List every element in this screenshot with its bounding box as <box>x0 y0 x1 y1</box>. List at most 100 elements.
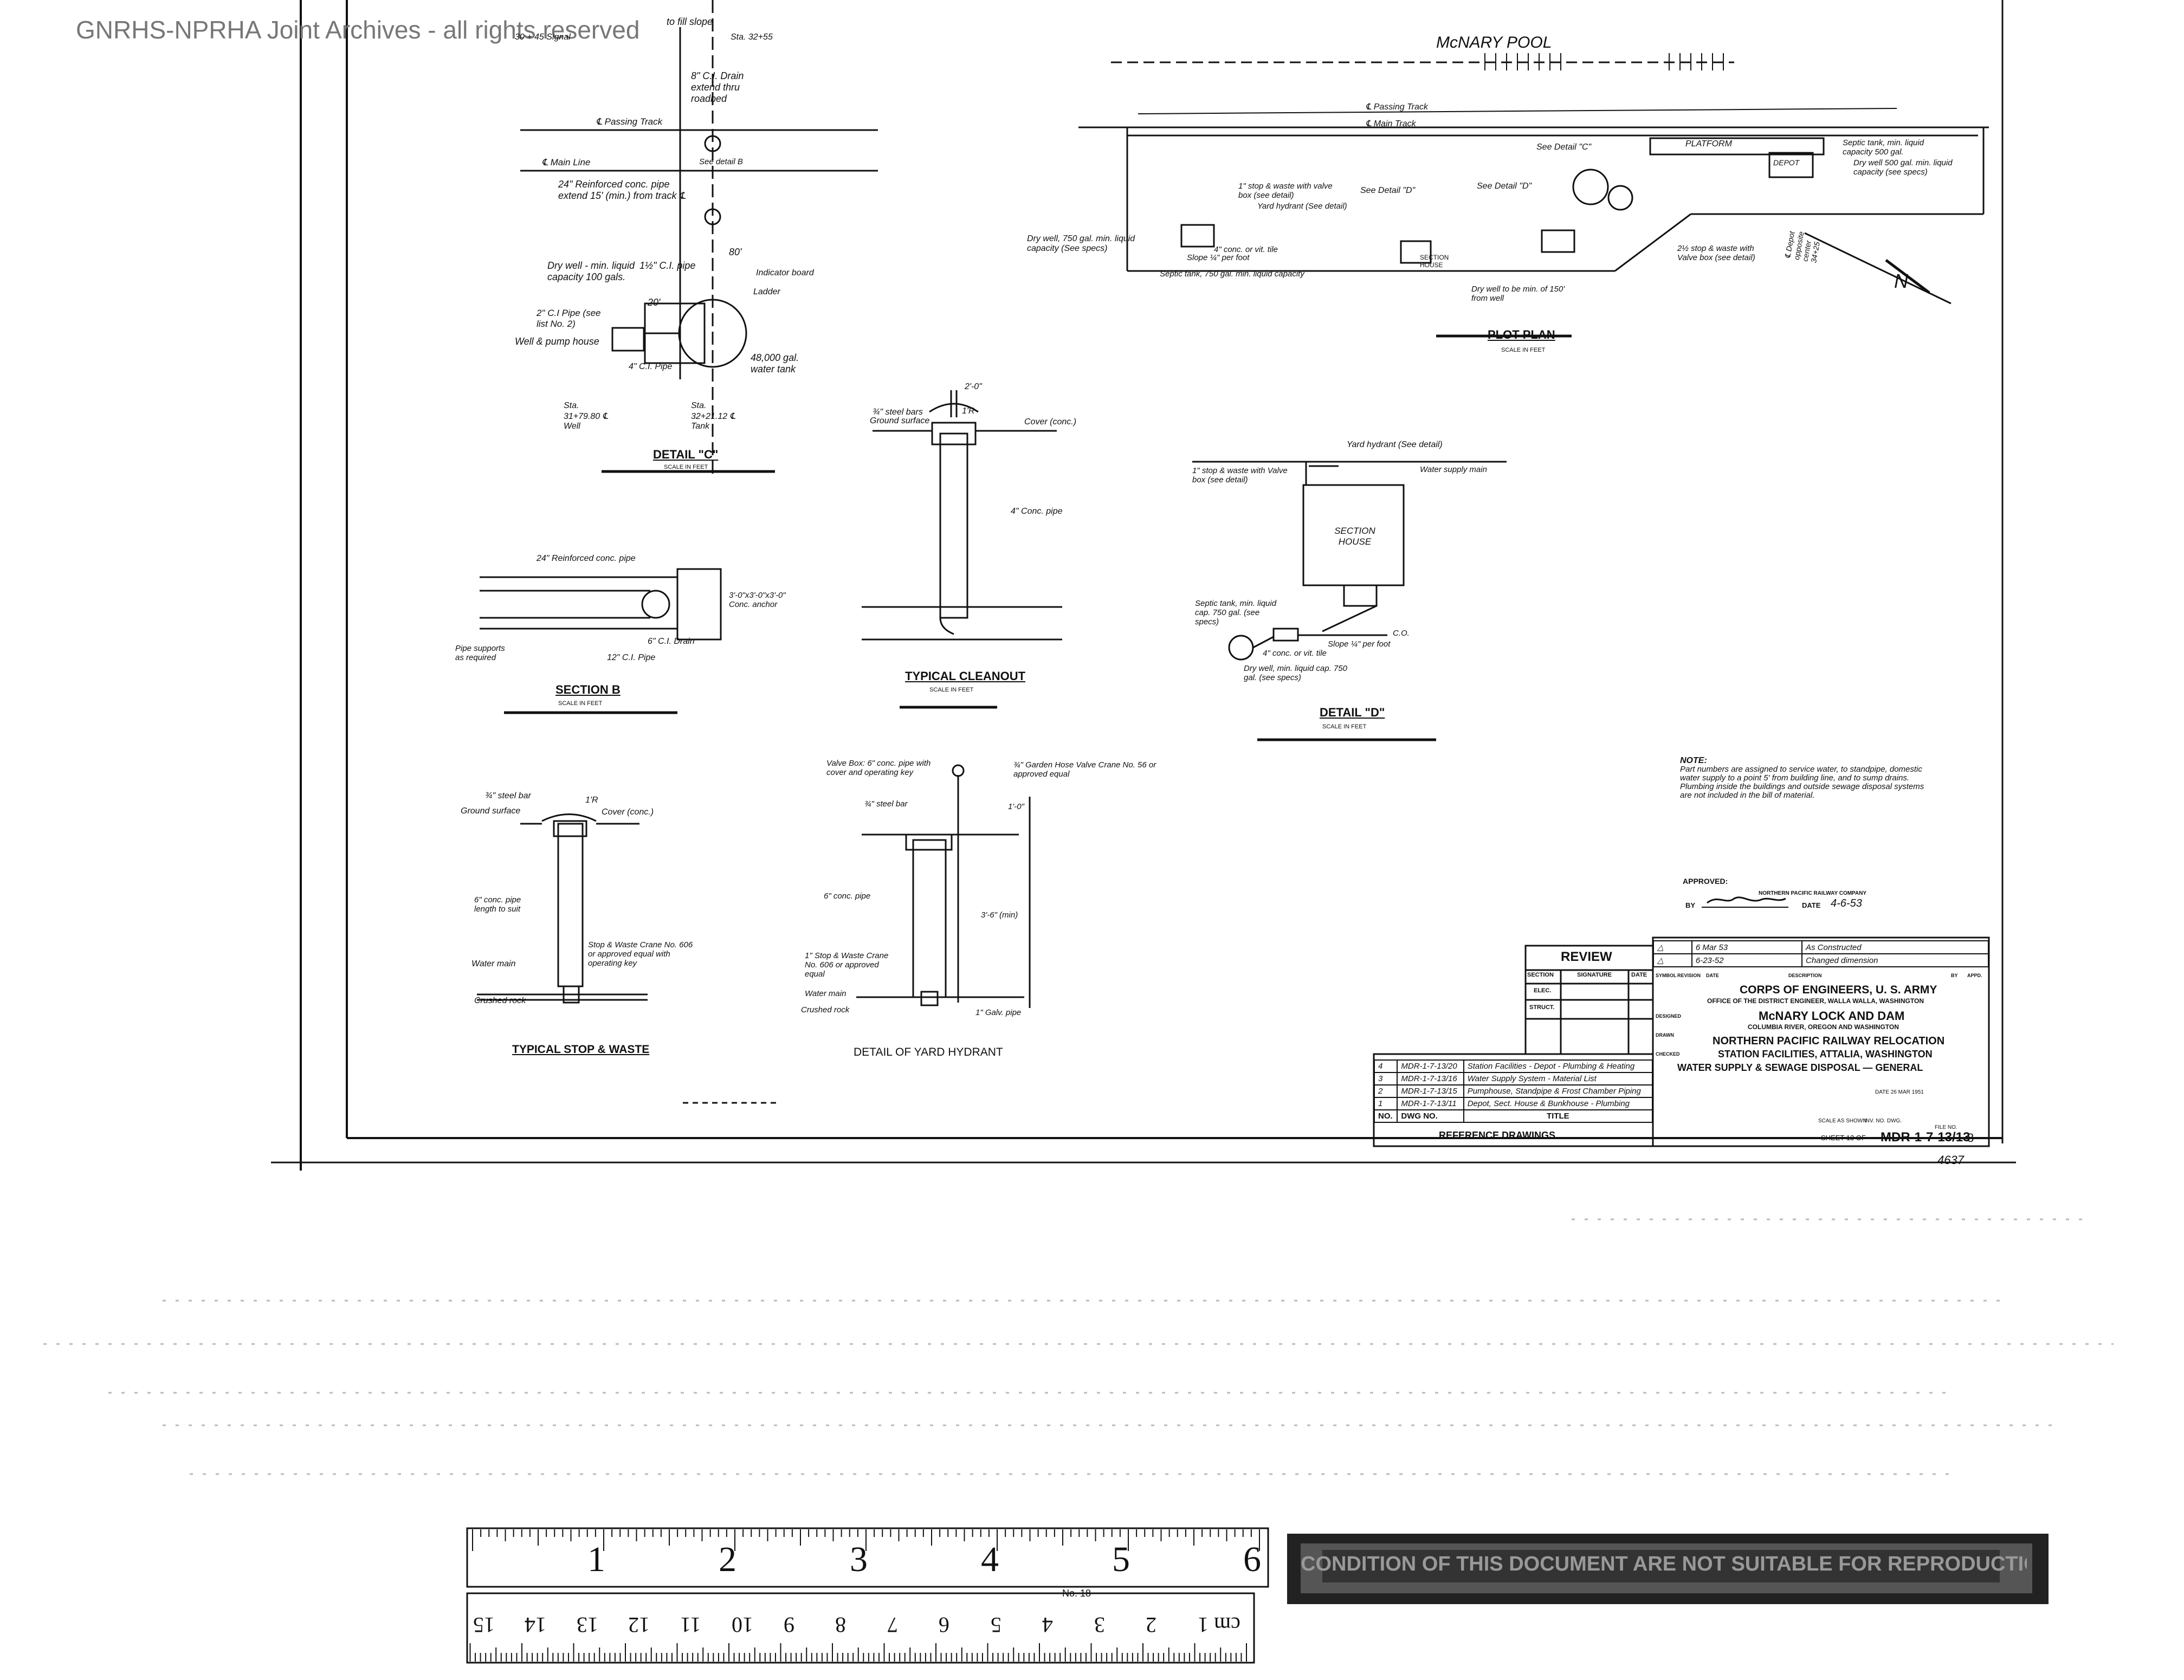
ruler-cm-digit: 11 <box>680 1613 701 1637</box>
detail-d-yard-hydrant: Yard hydrant (See detail) <box>1347 440 1443 449</box>
revision-col-by: BY <box>1951 973 1958 978</box>
ref-no: 3 <box>1373 1072 1398 1085</box>
detail-c-scale: SCALE IN FEET <box>664 464 708 470</box>
review-col-signature: SIGNATURE <box>1577 972 1612 978</box>
ruler-cm-digit: 6 <box>939 1613 949 1637</box>
ruler-cm-digit: 9 <box>783 1613 794 1637</box>
note-label: NOTE: <box>1680 756 1707 765</box>
detail-c-reinforced: 24" Reinforced conc. pipe extend 15' (mi… <box>558 179 686 201</box>
revision-col-symbol: SYMBOL <box>1656 973 1677 978</box>
title-drawn: DRAWN <box>1656 1032 1674 1038</box>
cleanout-ground: Ground surface <box>870 416 930 425</box>
detail-c-title: DETAIL "C" <box>653 448 719 461</box>
ruler-cm-digit: 2 <box>1146 1613 1156 1637</box>
cleanout-cover: Cover (conc.) <box>1024 417 1077 427</box>
section-b-anchor: 3'-0"x3'-0"x3'-0" Conc. anchor <box>729 591 786 609</box>
stop-waste-water-main: Water main <box>471 959 516 968</box>
title-project: McNARY LOCK AND DAM <box>1759 1009 1905 1023</box>
plot-yard-hydrant: Yard hydrant (See detail) <box>1257 202 1347 211</box>
ruler-cm-label: cm <box>1214 1613 1240 1637</box>
ruler-cm-digit: 1 <box>1197 1613 1209 1637</box>
revision-date: 6-23-52 <box>1691 953 1803 967</box>
approved-by: BY <box>1685 901 1696 909</box>
reference-drawings-label: REFERENCE DRAWINGS <box>1439 1130 1556 1141</box>
detail-c-passing: ℄ Passing Track <box>596 117 663 127</box>
ruler-cm-digit: 7 <box>887 1613 898 1637</box>
ref-no: 1 <box>1373 1097 1398 1110</box>
ref-header: NO.DWG NO.TITLE <box>1373 1109 1653 1123</box>
plot-depot-sign: ℄ Depot opposite center 34+25 <box>1783 230 1821 264</box>
stop-waste-rock: Crushed rock <box>474 996 526 1005</box>
ruler-cm-digit: 15 <box>473 1613 495 1637</box>
detail-c-drain: 8" C.I. Drain extend thru roadbed <box>691 70 744 104</box>
plot-depot: DEPOT <box>1773 158 1800 167</box>
section-b-scale: SCALE IN FEET <box>558 700 603 707</box>
approved-label: APPROVED: <box>1683 877 1728 886</box>
plot-dry-well: Dry well, 750 gal. min. liquid capacity … <box>1027 234 1135 253</box>
ruler-cm-digit: 14 <box>525 1613 546 1637</box>
ruler-inch-digit: 6 <box>1243 1540 1261 1579</box>
revision-sym: △ <box>1653 940 1692 954</box>
plot-section-house: SECTION HOUSE <box>1420 254 1449 269</box>
stop-waste-radius: 1'R <box>585 796 598 805</box>
plot-plan-scale: SCALE IN FEET <box>1501 347 1546 353</box>
detail-c-ci-pipe: 1½" C.I. pipe <box>639 260 696 271</box>
title-station: STATION FACILITIES, ATTALIA, WASHINGTON <box>1718 1049 1933 1059</box>
ruler-cm-digit: 4 <box>1042 1613 1053 1637</box>
plot-stop-waste: 1" stop & waste with valve box (see deta… <box>1238 182 1333 200</box>
plot-passing-track: ℄ Passing Track <box>1366 102 1428 112</box>
hydrant-stop: 1" Stop & Waste Crane No. 606 or approve… <box>805 951 889 979</box>
plot-see-c: See Detail "C" <box>1536 143 1592 152</box>
revision-date: 6 Mar 53 <box>1691 940 1803 954</box>
title-file-no: MDR-1-7-13/13 <box>1881 1130 1970 1145</box>
plot-dry-well-dist: Dry well to be min. of 150' from well <box>1471 285 1565 303</box>
detail-c-pipe-see: 2" C.I Pipe (see list No. 2) <box>537 308 601 329</box>
hydrant-steel-bar: ¾" steel bar <box>864 799 908 809</box>
section-b-ci-pipe: 12" C.I. Pipe <box>607 653 656 662</box>
plot-platform: PLATFORM <box>1685 139 1732 148</box>
detail-c-sta-well: Sta. 31+79.80 ℄ Well <box>564 401 608 431</box>
detail-c-see-b: See detail B <box>699 157 743 166</box>
approved-company: NORTHERN PACIFIC RAILWAY COMPANY <box>1759 890 1867 896</box>
detail-d-slope: Slope ¼" per foot <box>1328 639 1391 649</box>
plot-plan-title: PLOT PLAN <box>1488 328 1555 341</box>
approved-date-label: DATE <box>1802 901 1821 909</box>
approved-signature <box>1702 893 1788 908</box>
revision-col-revision: REVISION <box>1677 973 1701 978</box>
ref-dwg: MDR-1-7-13/15 <box>1397 1084 1464 1098</box>
title-extra-number: 4637 <box>1937 1153 1964 1167</box>
ruler-cm-digit: 8 <box>835 1613 846 1637</box>
cleanout-radius: 1'R <box>962 406 975 416</box>
hydrant-dim2: 3'-6" (min) <box>981 910 1018 920</box>
detail-d-stop-waste: 1" stop & waste with Valve box (see deta… <box>1192 466 1288 484</box>
ref-title: Depot, Sect. House & Bunkhouse - Plumbin… <box>1463 1097 1653 1110</box>
hydrant-garden: ¾" Garden Hose Valve Crane No. 56 or app… <box>1013 760 1156 779</box>
ref-title: Pumphouse, Standpipe & Frost Chamber Pip… <box>1463 1084 1653 1098</box>
title-designed: DESIGNED <box>1656 1013 1682 1019</box>
detail-c-signal: 30 + 45 Signal <box>515 33 571 42</box>
title-sheet: SHEET 13 OF <box>1821 1134 1866 1142</box>
title-railway: NORTHERN PACIFIC RAILWAY RELOCATION <box>1713 1035 1945 1047</box>
ruler-cm-digit: 13 <box>576 1613 598 1637</box>
review-col-date: DATE <box>1631 972 1647 978</box>
plot-slope: Slope ¼" per foot <box>1187 253 1250 262</box>
review-col-section: SECTION <box>1527 972 1554 978</box>
ref-dwg: MDR-1-7-13/16 <box>1397 1072 1464 1085</box>
detail-d-septic: Septic tank, min. liquid cap. 750 gal. (… <box>1195 599 1277 626</box>
cleanout-title: TYPICAL CLEANOUT <box>905 669 1026 683</box>
stop-waste-crane: Stop & Waste Crane No. 606 or approved e… <box>588 940 693 968</box>
detail-c-main-line: ℄ Main Line <box>542 157 591 167</box>
cleanout-steel-bars: ¾" steel bars <box>873 408 923 417</box>
detail-c-dim-80: 80' <box>729 247 742 257</box>
detail-c-sta-3255: Sta. 32+55 <box>731 33 773 42</box>
revision-col-description: DESCRIPTION <box>1788 973 1822 978</box>
stop-waste-ground: Ground surface <box>461 806 521 816</box>
ref-title: Water Supply System - Material List <box>1463 1072 1653 1085</box>
section-b-drain: 6" C.I. Drain <box>648 637 695 646</box>
plot-see-d1: See Detail "D" <box>1360 186 1416 195</box>
ruler-cm-digit: 3 <box>1094 1613 1105 1637</box>
